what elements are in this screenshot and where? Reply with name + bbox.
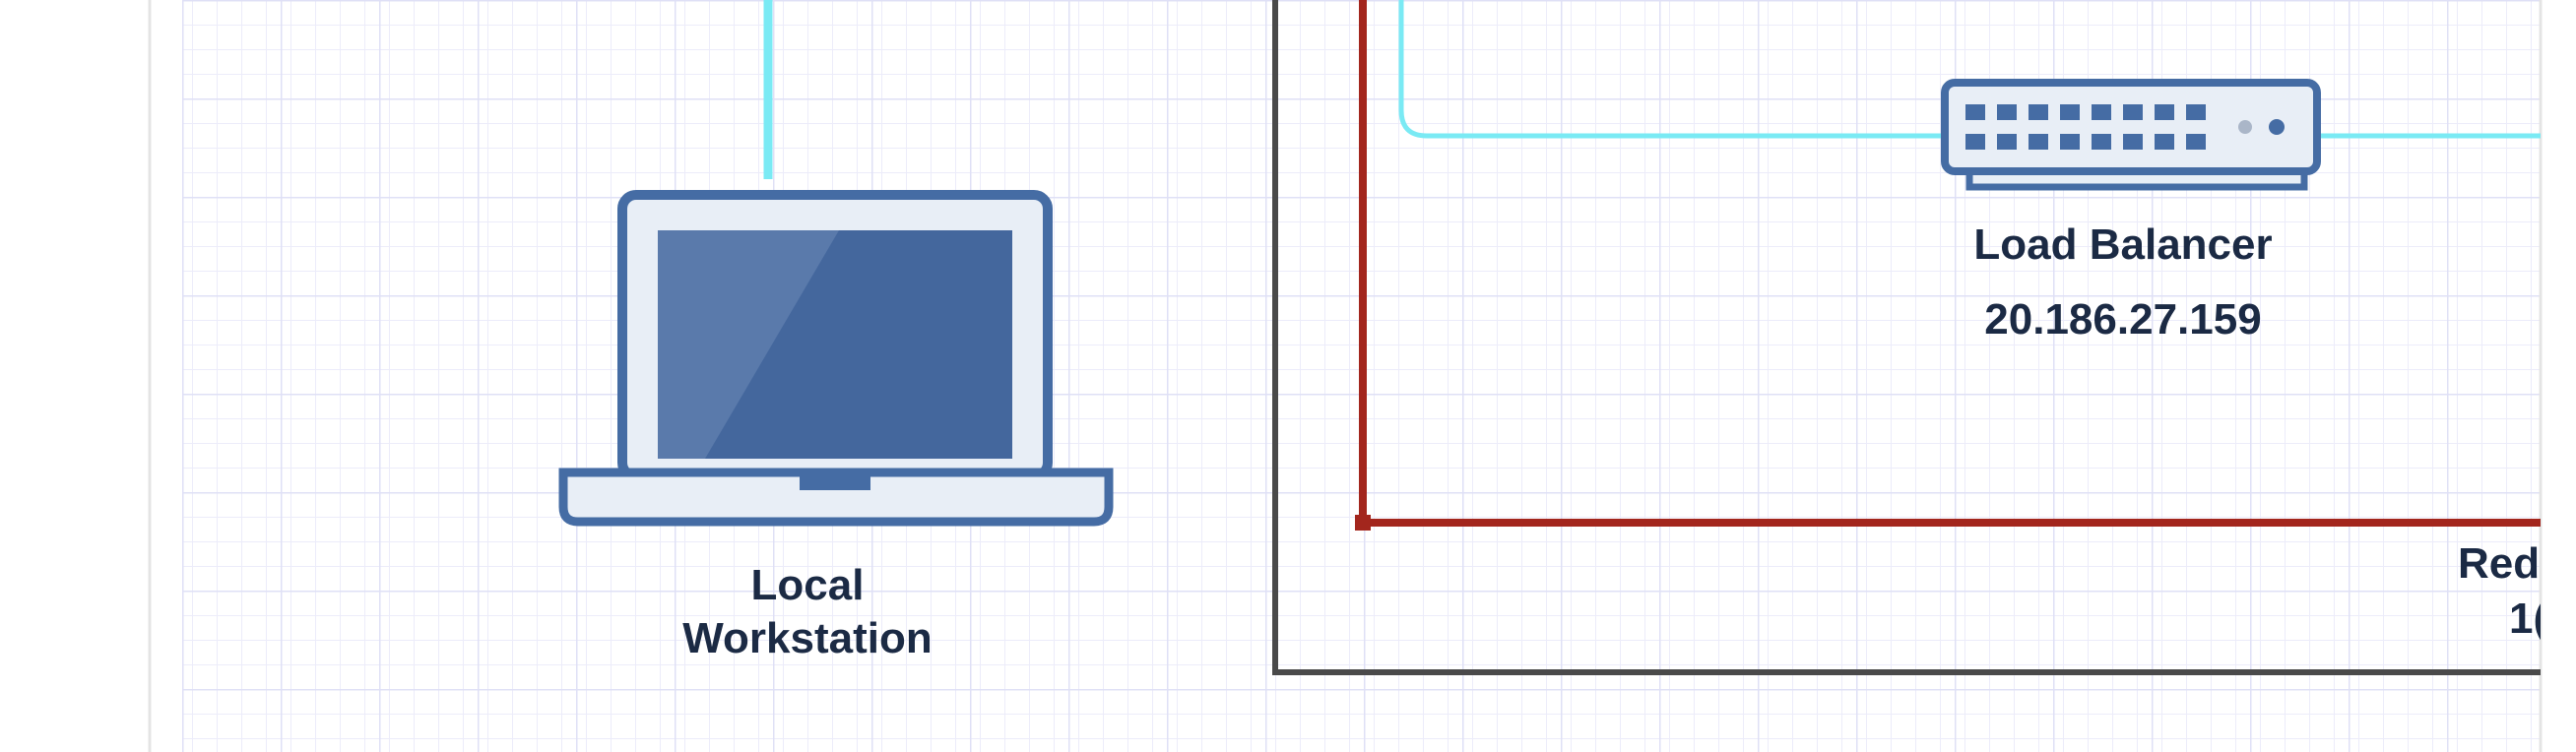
local-workstation-label: Local Workstation [611, 559, 1004, 665]
switch-port [1965, 134, 1985, 150]
switch-port [2123, 134, 2143, 150]
switch-port [2060, 134, 2080, 150]
switch-port [1997, 104, 2017, 120]
switch-port [2029, 134, 2048, 150]
network-switch-icon[interactable] [1941, 79, 2321, 191]
connector-lb-left [1398, 0, 1945, 139]
switch-port [2186, 134, 2206, 150]
local-workstation-label-line2: Workstation [682, 614, 933, 662]
outer-boundary [1272, 0, 2541, 675]
load-balancer-label: Load Balancer [1973, 220, 2273, 269]
inner-boundary-corner [1355, 515, 1371, 531]
partial-node-label: Red [2458, 539, 2541, 588]
switch-port [2092, 104, 2111, 120]
switch-port [2092, 134, 2111, 150]
local-workstation-label-line1: Local [750, 561, 865, 609]
laptop-icon[interactable] [558, 190, 1114, 527]
switch-port [2060, 104, 2080, 120]
switch-led-1 [2238, 120, 2252, 134]
switch-port [2186, 104, 2206, 120]
switch-port [1997, 134, 2017, 150]
left-margin [0, 0, 150, 752]
switch-port [2123, 104, 2143, 120]
partial-node-clip: Red 1( [2442, 532, 2541, 650]
switch-led-2 [2269, 119, 2285, 135]
switch-ports [1965, 104, 2206, 150]
switch-port [2155, 104, 2174, 120]
switch-port [2155, 134, 2174, 150]
switch-port [2029, 104, 2048, 120]
switch-port [1965, 104, 1985, 120]
partial-node-sublabel: 1( [2509, 595, 2541, 643]
load-balancer-ip: 20.186.27.159 [1984, 295, 2262, 344]
